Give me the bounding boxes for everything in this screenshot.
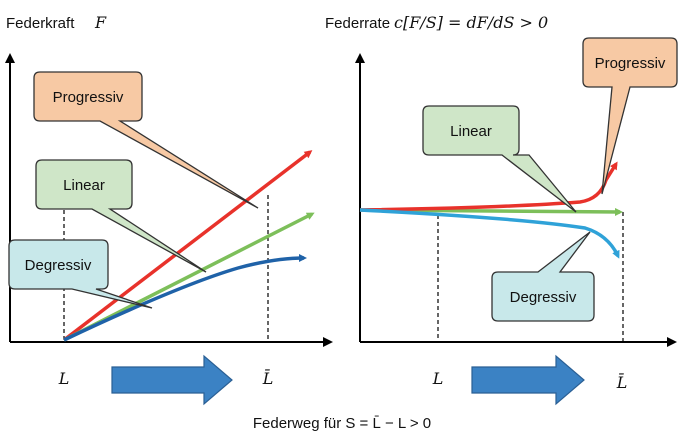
left-title: Federkraft bbox=[6, 15, 75, 32]
right-title-formula: c[F/S] = dF/dS > 0 bbox=[394, 13, 548, 32]
right-x-start-label: L bbox=[432, 369, 444, 388]
right-callout-degressive: Degressiv bbox=[491, 231, 595, 322]
right-callout-progressive: Progressiv bbox=[582, 37, 678, 195]
right-label-progressive: Progressiv bbox=[595, 55, 666, 72]
left-x-start-label: L bbox=[58, 369, 70, 388]
left-degressive-curve bbox=[63, 254, 307, 342]
bottom-caption: Federweg für S = L̄ − L > 0 bbox=[253, 415, 431, 432]
right-x-end-label: L̄ bbox=[616, 371, 628, 392]
left-panel: Federkraft F Progressiv Linear Degressiv… bbox=[5, 13, 333, 406]
right-title: Federrate bbox=[325, 15, 390, 32]
left-x-end-label: L̄ bbox=[262, 367, 274, 388]
right-direction-arrow bbox=[471, 354, 585, 406]
left-label-linear: Linear bbox=[63, 177, 105, 194]
left-label-degressive: Degressiv bbox=[25, 257, 92, 274]
left-callout-linear: Linear bbox=[35, 159, 207, 273]
left-callout-degressive: Degressiv bbox=[8, 239, 153, 309]
right-degressive-curve bbox=[359, 208, 620, 259]
left-title-symbol: F bbox=[94, 13, 107, 32]
left-label-progressive: Progressiv bbox=[53, 89, 124, 106]
right-callout-linear: Linear bbox=[422, 105, 577, 213]
right-label-linear: Linear bbox=[450, 123, 492, 140]
left-progressive-curve bbox=[62, 150, 313, 342]
right-label-degressive: Degressiv bbox=[510, 289, 577, 306]
left-direction-arrow bbox=[111, 354, 233, 406]
right-panel: Federrate c[F/S] = dF/dS > 0 Progressiv … bbox=[325, 13, 678, 406]
left-callout-progressive: Progressiv bbox=[33, 71, 259, 209]
right-progressive-curve bbox=[359, 161, 618, 212]
